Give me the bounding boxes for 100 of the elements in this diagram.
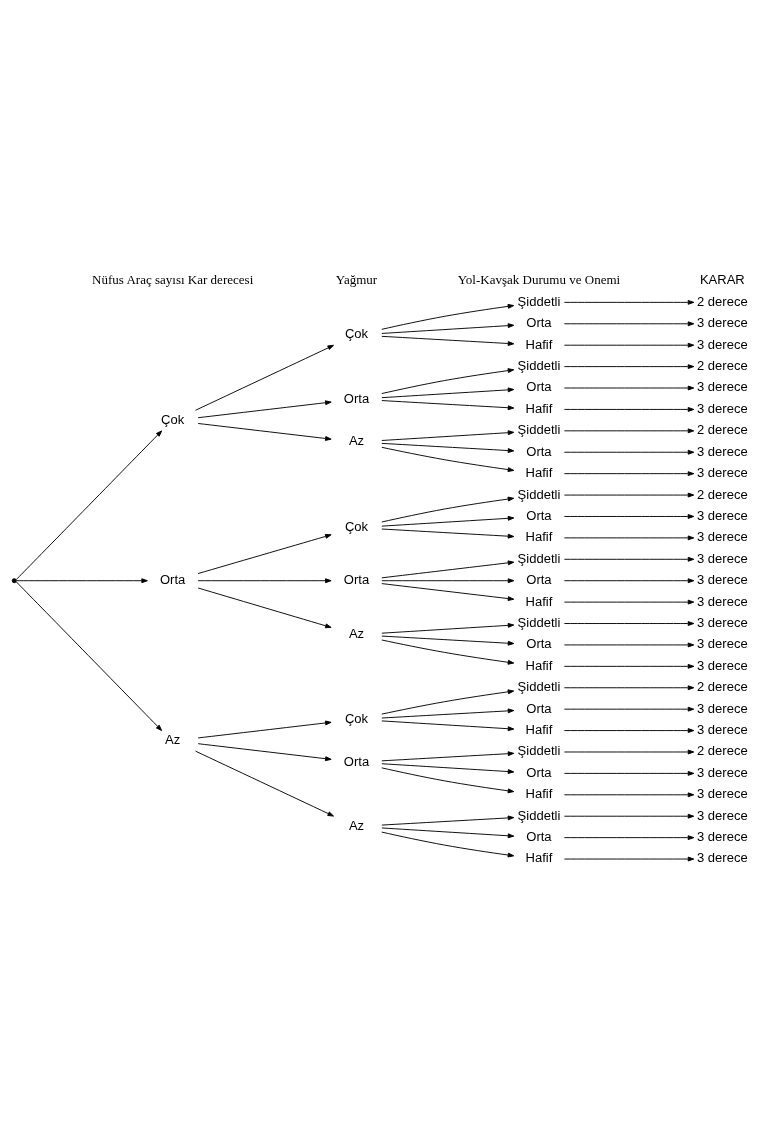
node-text: Çok [344,710,369,726]
arrow [197,577,332,583]
arrow [563,363,695,369]
node-text: Hafif [525,849,553,865]
arrow [16,577,148,583]
arrow [381,635,515,646]
arrow [381,303,515,330]
node-text: Orta [526,378,552,394]
arrow [381,335,515,346]
arrow [381,688,515,715]
node-text: Şiddetli [517,293,561,309]
arrow [563,727,695,733]
node-point [11,577,17,583]
node-text: 3 derece [697,336,748,352]
node-text: Orta [526,571,552,587]
node-text: 3 derece [697,314,748,330]
node-text: 3 derece [697,785,748,801]
node-text: Şiddetli [517,742,561,758]
label: Yağmur [335,271,378,287]
arrow [563,684,695,690]
arrow [381,750,515,761]
node-text: Hafif [525,464,553,480]
node-text: 2 derece [697,742,748,758]
node-text: 3 derece [697,378,748,394]
node-text: Hafif [525,785,553,801]
node-text: Orta [526,635,552,651]
node-text: 3 derece [697,464,748,480]
node-text: Şiddetli [517,357,561,373]
arrow [381,515,515,527]
arrow [197,533,332,574]
arrow [563,492,695,497]
arrow [381,577,515,583]
arrow [197,422,332,441]
node-text: 3 derece [697,657,748,673]
node-text: 3 derece [697,550,748,566]
node-text: Hafif [525,657,553,673]
arrow [563,320,695,326]
arrow [563,513,695,519]
node-text: Şiddetli [517,486,561,502]
arrow [563,556,695,562]
arrow [381,496,515,522]
node-text: Orta [526,443,552,459]
arrow [563,749,695,754]
node-text: Şiddetli [517,807,561,823]
node-text: 2 derece [697,421,748,437]
node-text: Şiddetli [517,614,561,630]
node-text: Az [348,432,365,448]
arrow [563,620,695,626]
node-text: 3 derece [697,849,748,865]
arrow [381,831,515,857]
arrow [381,622,515,634]
arrow [197,720,332,738]
node-text: 3 derece [697,593,748,609]
arrow [563,406,695,412]
node-text: Şiddetli [517,678,561,694]
arrow [563,706,695,712]
node-text: Hafif [525,528,553,544]
node-text: 3 derece [697,700,748,716]
arrow [563,856,695,861]
arrow [381,559,515,578]
node-text: 3 derece [697,507,748,523]
arrow [381,762,515,774]
node-text: 3 derece [697,721,748,737]
node-text: Çok [344,518,369,534]
arrow [381,528,515,539]
arrow [563,534,695,540]
node-text: 3 derece [697,807,748,823]
arrow [381,582,515,601]
node-text: Hafif [525,721,553,737]
arrow [197,587,332,628]
arrow [563,449,695,455]
node-text: 3 derece [697,571,748,587]
arrow [195,750,334,817]
node-text: Orta [526,507,552,523]
arrow [381,429,515,441]
arrow [15,580,163,731]
arrow [381,446,515,472]
arrow [381,367,515,394]
node-text: 3 derece [697,635,748,651]
node-text: 2 derece [697,293,748,309]
arrow [563,834,695,840]
arrow [381,766,515,793]
node-text: 3 derece [697,614,748,630]
label: Nüfus Araç sayısı Kar derecesi [92,271,254,287]
node-text: 2 derece [697,357,748,373]
node-text: Orta [343,571,370,587]
arrow [563,813,695,819]
arrow [197,399,332,418]
node-text: Orta [526,700,552,716]
node-text: Hafif [525,593,553,609]
node-text: Şiddetli [517,550,561,566]
arrow [563,470,695,476]
arrow [381,386,515,398]
arrow [197,742,332,761]
node-text: Orta [160,571,186,587]
node-text: Orta [343,390,370,406]
arrow [381,639,515,665]
arrow [195,344,334,411]
node-text: 3 derece [697,400,748,416]
arrow [381,815,515,826]
